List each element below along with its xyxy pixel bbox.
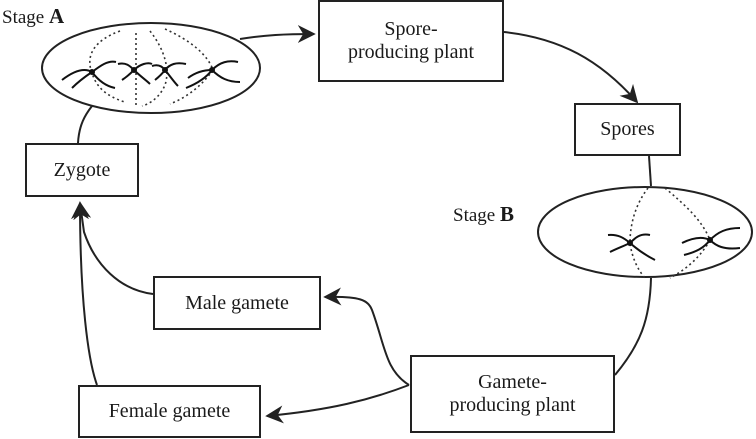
edge-stageA-to-spore-plant <box>239 25 316 44</box>
gamete-plant-line1: Gamete- <box>478 371 547 393</box>
edge-male-to-zygote <box>73 201 154 295</box>
spore-plant-line2: producing plant <box>347 41 475 63</box>
chromosomes <box>61 60 241 89</box>
zygote-label: Zygote <box>53 158 111 181</box>
edge-spores-to-stageB <box>648 155 652 187</box>
stage-b-letter: B <box>499 202 514 226</box>
spindle-fibers-b <box>629 187 711 279</box>
stage-a-letter: A <box>48 4 65 28</box>
spore-producing-plant-node: Spore- producing plant <box>318 0 504 82</box>
spindle-fibers <box>89 28 214 107</box>
stage-b-cell <box>537 186 753 279</box>
zygote-node: Zygote <box>25 143 139 197</box>
stage-a-label: Stage A <box>2 4 64 29</box>
female-gamete-label: Female gamete <box>108 400 231 422</box>
stage-a-prefix: Stage <box>2 7 49 28</box>
stage-b-prefix: Stage <box>453 205 500 226</box>
spore-plant-line1: Spore- <box>384 18 438 40</box>
male-gamete-node: Male gamete <box>153 276 321 330</box>
connectors <box>71 25 652 424</box>
centromeres <box>89 67 215 75</box>
male-gamete-label: Male gamete <box>185 291 289 314</box>
female-gamete-node: Female gamete <box>78 385 261 438</box>
edge-gamete-plant-to-male <box>323 287 410 386</box>
spores-label: Spores <box>600 118 655 140</box>
edge-gamete-plant-to-female <box>265 384 410 424</box>
spores-node: Spores <box>574 103 681 156</box>
stage-a-cell <box>41 22 261 114</box>
gamete-plant-line2: producing plant <box>449 394 576 416</box>
edge-female-to-zygote <box>71 201 98 386</box>
gamete-producing-plant-node: Gamete- producing plant <box>410 355 615 433</box>
edge-stageB-to-gamete-plant <box>614 277 652 376</box>
edge-zygote-to-stageA <box>77 105 93 144</box>
edge-spore-plant-to-spores <box>503 31 639 104</box>
stage-b-label: Stage B <box>453 202 514 227</box>
